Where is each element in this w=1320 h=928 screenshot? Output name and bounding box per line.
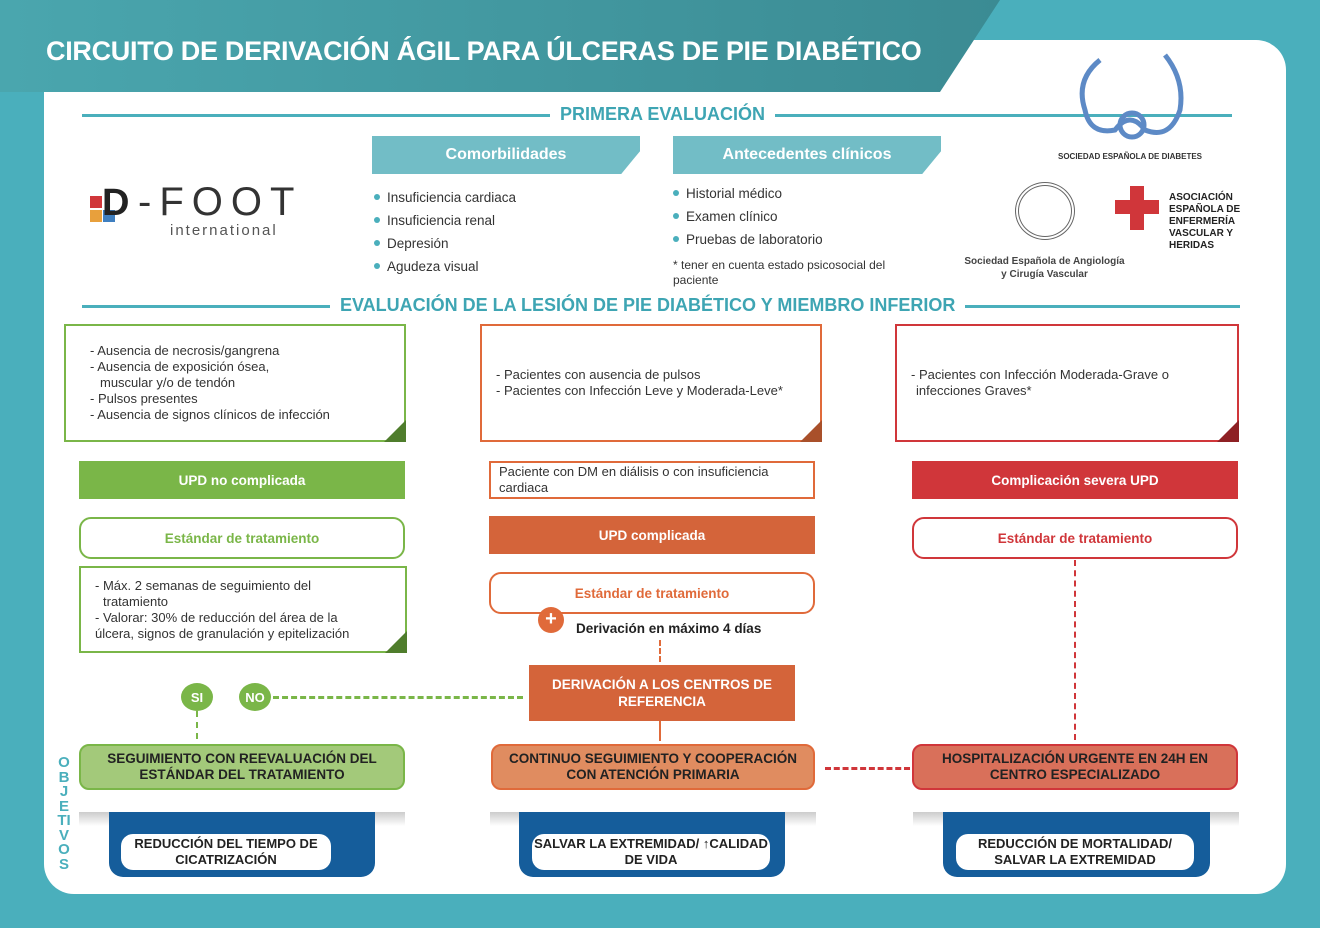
orange-criteria-box: - Pacientes con ausencia de pulsos- Paci…: [480, 324, 822, 442]
antecedentes-list: Historial médico Examen clínico Pruebas …: [671, 186, 823, 255]
page-title: CIRCUITO DE DERIVACIÓN ÁGIL PARA ÚLCERAS…: [46, 36, 922, 66]
green-objective: REDUCCIÓN DEL TIEMPO DE CICATRIZACIÓN: [121, 834, 331, 870]
red-standard-treatment: Estándar de tratamiento: [912, 517, 1238, 559]
no-arrow: [273, 696, 523, 699]
antecedentes-header: Antecedentes clínicos: [673, 136, 941, 174]
si-option: SI: [181, 683, 213, 711]
si-arrow: [196, 711, 198, 739]
comorbilidades-header: Comorbilidades: [372, 136, 640, 174]
orange-result: CONTINUO SEGUIMIENTO Y COOPERACIÓN CON A…: [491, 744, 815, 790]
derivation-box: DERIVACIÓN A LOS CENTROS DE REFERENCIA: [529, 665, 795, 721]
antecedentes-note: * tener en cuenta estado psicosocial del…: [673, 258, 886, 287]
red-to-orange-arrow: [825, 767, 910, 770]
green-followup-box: - Máx. 2 semanas de seguimiento del trat…: [79, 566, 407, 653]
list-item: Examen clínico: [671, 209, 823, 224]
sed-logo: [1079, 53, 1184, 140]
plus-icon: +: [538, 607, 564, 633]
list-item: Pruebas de laboratorio: [671, 232, 823, 247]
complicacion-severa-label: Complicación severa UPD: [912, 461, 1238, 499]
red-objective: REDUCCIÓN DE MORTALIDAD/ SALVAR LA EXTRE…: [956, 834, 1194, 870]
list-item: Historial médico: [671, 186, 823, 201]
orange-objective: SALVAR LA EXTREMIDAD/ ↑CALIDAD DE VIDA: [532, 834, 770, 870]
derivation-note: Derivación en máximo 4 días: [576, 621, 762, 636]
list-item: Insuficiencia renal: [372, 213, 516, 228]
green-result: SEGUIMIENTO CON REEVALUACIÓN DEL ESTÁNDA…: [79, 744, 405, 790]
orange-standard-treatment: Estándar de tratamiento: [489, 572, 815, 614]
green-criteria-box: - Ausencia de necrosis/gangrena- Ausenci…: [64, 324, 406, 442]
objetivos-label: OBJETIVOS: [57, 754, 71, 873]
section-primera-evaluacion: PRIMERA EVALUACIÓN: [550, 104, 776, 125]
red-result: HOSPITALIZACIÓN URGENTE EN 24H EN CENTRO…: [912, 744, 1238, 790]
list-item: Depresión: [372, 236, 516, 251]
section-evaluacion-lesion: EVALUACIÓN DE LA LESIÓN DE PIE DIABÉTICO…: [330, 295, 966, 316]
list-item: Agudeza visual: [372, 259, 516, 274]
list-item: Insuficiencia cardiaca: [372, 190, 516, 205]
upd-no-complicada-label: UPD no complicada: [79, 461, 405, 499]
title-band: [0, 0, 1000, 92]
upd-complicada-label: UPD complicada: [489, 516, 815, 554]
red-criteria-box: - Pacientes con Infección Moderada-Grave…: [895, 324, 1239, 442]
green-standard-treatment: Estándar de tratamiento: [79, 517, 405, 559]
no-option: NO: [239, 683, 271, 711]
comorbilidades-list: Insuficiencia cardiaca Insuficiencia ren…: [372, 190, 516, 282]
seacv-emblem-icon: [1015, 182, 1075, 240]
dialysis-box: Paciente con DM en diálisis o con insufi…: [489, 461, 815, 499]
